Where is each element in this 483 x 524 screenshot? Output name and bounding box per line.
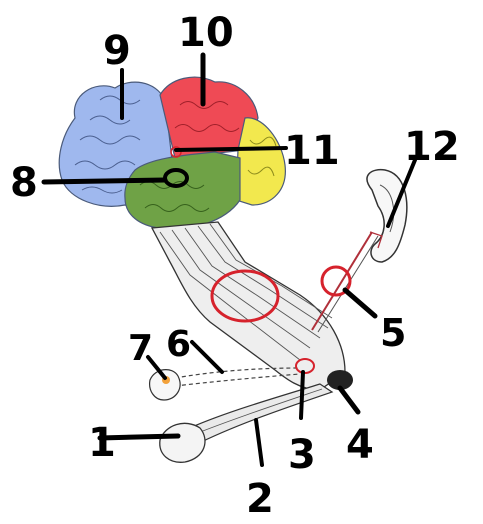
node-7-shape — [150, 370, 180, 400]
leader-8 — [44, 180, 165, 182]
label-4: 4 — [346, 422, 374, 468]
label-6: 6 — [166, 324, 191, 365]
label-9: 9 — [103, 28, 131, 74]
leader-4 — [340, 388, 358, 412]
label-11: 11 — [284, 128, 340, 174]
label-8: 8 — [10, 160, 38, 206]
label-5: 5 — [380, 311, 406, 355]
label-10: 10 — [178, 10, 234, 56]
label-12: 12 — [404, 124, 460, 170]
label-3: 3 — [288, 432, 316, 478]
leader-5 — [345, 290, 375, 316]
ear — [367, 170, 407, 262]
foot-shape — [160, 423, 205, 462]
label-1: 1 — [88, 420, 116, 466]
leader-2 — [256, 420, 262, 465]
label-7: 7 — [128, 328, 153, 369]
leader-3 — [301, 372, 303, 418]
leader-11 — [176, 148, 286, 150]
brain — [59, 77, 285, 229]
ear-outer — [367, 170, 407, 262]
leader-6 — [192, 342, 222, 372]
occipital-lobe — [236, 118, 285, 205]
label-2: 2 — [246, 476, 274, 522]
